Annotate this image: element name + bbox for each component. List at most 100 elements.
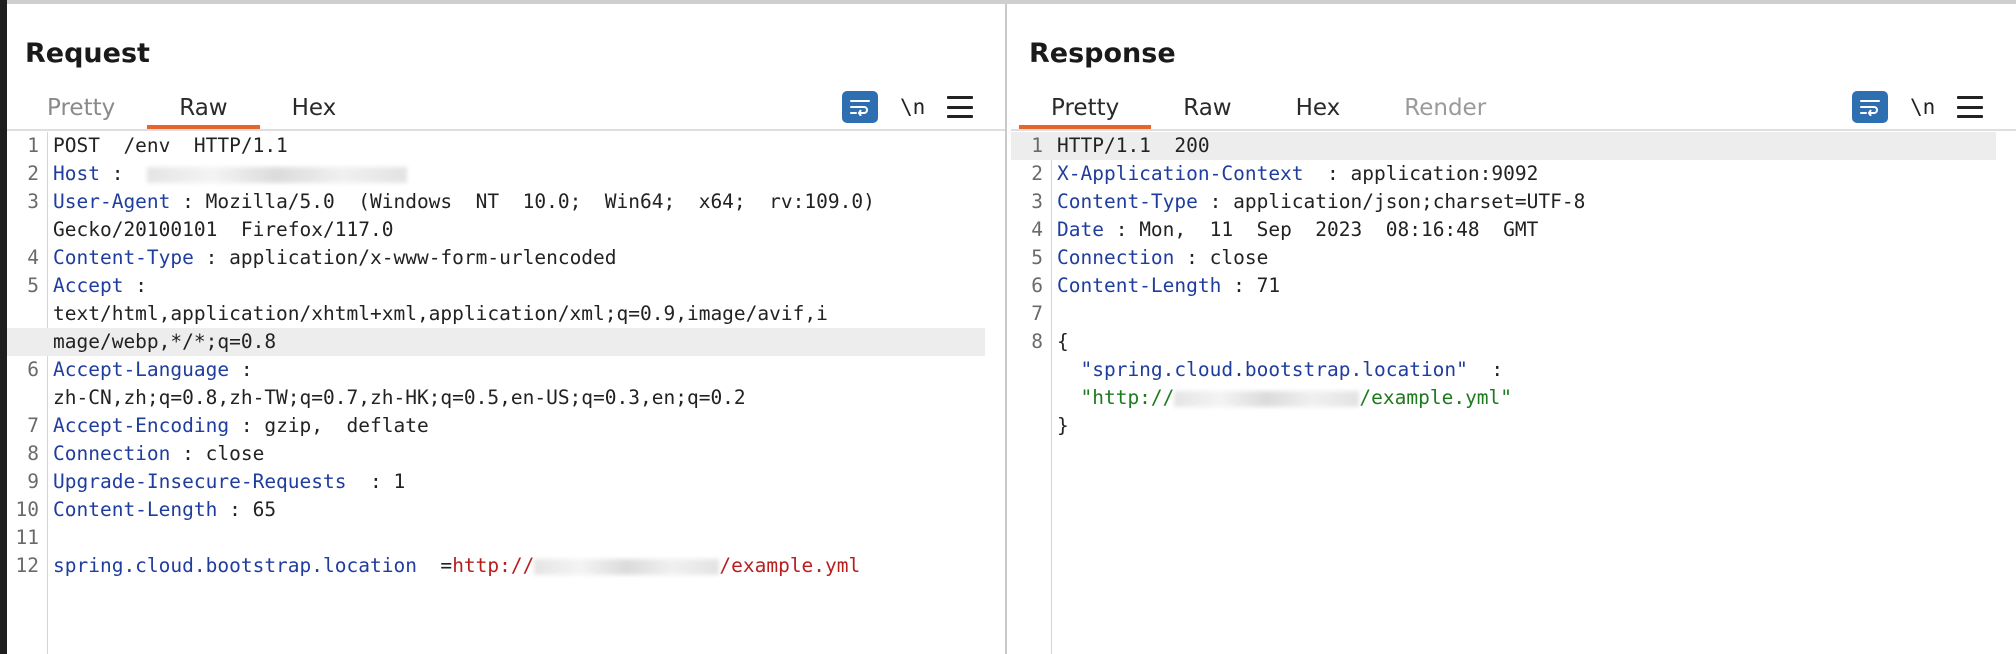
line-number: 6: [27, 358, 39, 381]
code-text: Gecko/20100101 Firefox/117.0: [53, 216, 393, 244]
code-text: Content-Type : application/json;charset=…: [1057, 188, 1585, 216]
request-menu-icon[interactable]: [947, 96, 974, 118]
response-tab-pretty[interactable]: Pretty: [1019, 88, 1152, 130]
code-line: 7: [1011, 300, 1996, 328]
header-name: Connection: [1057, 246, 1175, 269]
header-name: Date: [1057, 218, 1104, 241]
code-line: 2 Host :: [7, 160, 985, 188]
code-text: spring.cloud.bootstrap.location =http://…: [53, 552, 860, 580]
code-line: 6 Content-Length : 71: [1011, 272, 1996, 300]
code-text: {: [1057, 328, 1069, 356]
code-token: : Mon, 11 Sep 2023 08:16:48 GMT: [1103, 218, 1539, 241]
word-wrap-icon[interactable]: [1852, 91, 1888, 123]
code-token: : application/x-www-form-urlencoded: [193, 246, 617, 269]
code-text: Connection : close: [1057, 244, 1268, 272]
code-text: Content-Length : 71: [1057, 272, 1280, 300]
header-name: Upgrade-Insecure-Requests: [53, 470, 347, 493]
request-tab-divider: [7, 129, 1005, 131]
code-line: 11: [7, 524, 985, 552]
response-line-gutter: [1011, 132, 1052, 654]
response-toolbar: \n: [1852, 88, 1984, 126]
code-text: HTTP/1.1 200: [1057, 132, 1210, 160]
code-line: 4 Content-Type : application/x-www-form-u…: [7, 244, 985, 272]
code-text: "http:///example.yml": [1057, 384, 1512, 412]
code-text: Connection : close: [53, 440, 264, 468]
code-text: Host :: [53, 160, 407, 188]
code-line: "http:///example.yml": [1011, 384, 1996, 412]
header-name: X-Application-Context: [1057, 162, 1304, 185]
code-text: "spring.cloud.bootstrap.location" :: [1057, 356, 1503, 384]
redacted-address: [534, 558, 720, 575]
code-token: :: [99, 162, 147, 185]
code-text: }: [1057, 412, 1069, 440]
code-text: text/html,application/xhtml+xml,applicat…: [53, 300, 828, 328]
window-edge: [0, 0, 7, 654]
response-tabs: Pretty Raw Hex Render: [1019, 88, 1518, 130]
code-token: : close: [1174, 246, 1269, 269]
line-number: 9: [27, 470, 39, 493]
code-text: zh-CN,zh;q=0.8,zh-TW;q=0.7,zh-HK;q=0.5,e…: [53, 384, 746, 412]
line-number: 4: [1031, 218, 1043, 241]
line-number: 8: [1031, 330, 1043, 353]
code-token: : gzip, deflate: [229, 414, 429, 437]
code-token: {: [1057, 330, 1069, 353]
code-text: X-Application-Context : application:9092: [1057, 160, 1538, 188]
show-newlines-button[interactable]: \n: [1910, 95, 1936, 119]
code-text: Date : Mon, 11 Sep 2023 08:16:48 GMT: [1057, 216, 1538, 244]
word-wrap-icon[interactable]: [842, 91, 878, 123]
header-name: "spring.cloud.bootstrap.location": [1057, 358, 1468, 381]
code-token: http://: [452, 554, 535, 577]
redacted-address: [1174, 390, 1360, 407]
request-tab-raw[interactable]: Raw: [147, 88, 261, 130]
request-tab-pretty[interactable]: Pretty: [47, 95, 116, 121]
response-tab-hex[interactable]: Hex: [1295, 95, 1341, 121]
header-name: Content-Type: [1057, 190, 1198, 213]
response-tab-raw[interactable]: Raw: [1183, 95, 1232, 121]
code-token: :: [1467, 358, 1504, 381]
code-token: =: [416, 554, 453, 577]
code-line: Gecko/20100101 Firefox/117.0: [7, 216, 985, 244]
response-menu-icon[interactable]: [1957, 96, 1984, 118]
show-newlines-button[interactable]: \n: [900, 95, 926, 119]
response-tab-divider: [1011, 129, 2016, 131]
line-number: 6: [1031, 274, 1043, 297]
request-line-gutter: [7, 132, 48, 654]
pane-splitter[interactable]: [1005, 4, 1011, 654]
code-token: : 71: [1221, 274, 1281, 297]
line-number: 4: [27, 246, 39, 269]
code-token: : Mozilla/5.0 (Windows NT 10.0; Win64; x…: [170, 190, 875, 213]
header-name: spring.cloud.bootstrap.location: [53, 554, 417, 577]
line-number: 1: [1031, 134, 1043, 157]
code-line: mage/webp,*/*;q=0.8: [7, 328, 985, 356]
line-number: 8: [27, 442, 39, 465]
line-number: 1: [27, 134, 39, 157]
code-text: mage/webp,*/*;q=0.8: [53, 328, 276, 356]
code-token: HTTP/1.1 200: [1057, 134, 1210, 157]
header-name: Content-Length: [53, 498, 218, 521]
code-token: }: [1057, 414, 1069, 437]
code-token: zh-CN,zh;q=0.8,zh-TW;q=0.7,zh-HK;q=0.5,e…: [53, 386, 746, 409]
code-token: mage/webp,*/*;q=0.8: [53, 330, 277, 353]
header-name: Content-Length: [1057, 274, 1222, 297]
line-number: 7: [27, 414, 39, 437]
request-title: Request: [25, 38, 150, 69]
redacted-host: [146, 166, 407, 183]
header-name: User-Agent: [53, 190, 171, 213]
header-name: Content-Type: [53, 246, 194, 269]
line-number: 2: [27, 162, 39, 185]
line-number: 5: [1031, 246, 1043, 269]
response-tab-render[interactable]: Render: [1404, 95, 1487, 121]
code-token: : application/json;charset=UTF-8: [1197, 190, 1586, 213]
request-tab-hex[interactable]: Hex: [291, 95, 337, 121]
code-line: 4 Date : Mon, 11 Sep 2023 08:16:48 GMT: [1011, 216, 1996, 244]
code-token: text/html,application/xhtml+xml,applicat…: [53, 302, 828, 325]
code-token: /example.yml": [1359, 386, 1513, 409]
